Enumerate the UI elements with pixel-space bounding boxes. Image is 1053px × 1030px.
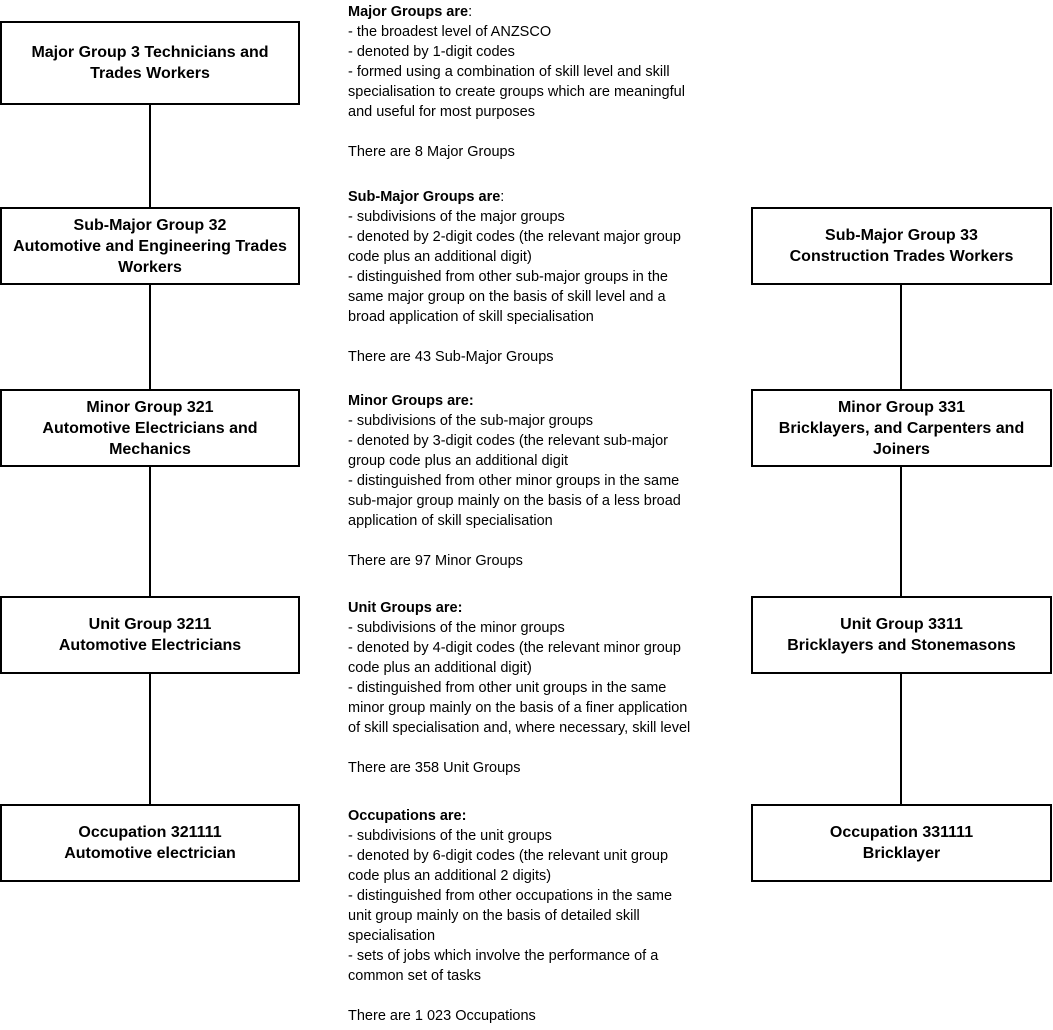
description-line: - denoted by 3-digit codes (the relevant… — [348, 433, 668, 449]
group-count: There are 358 Unit Groups — [348, 760, 521, 776]
description-line: - subdivisions of the sub-major groups — [348, 413, 594, 429]
group-count: There are 8 Major Groups — [348, 144, 515, 160]
description-line: - subdivisions of the unit groups — [348, 828, 552, 844]
box-title: Sub-Major Group 33 — [825, 227, 978, 244]
description-line: specialisation — [348, 928, 436, 944]
description-line: - formed using a combination of skill le… — [348, 64, 670, 80]
minor-group-box-321: Minor Group 321 Automotive Electricians … — [0, 389, 300, 467]
connector-line — [149, 284, 151, 389]
description-line: code plus an additional digit) — [348, 249, 532, 265]
connector-line — [900, 466, 902, 596]
description-line: code plus an additional 2 digits) — [348, 868, 552, 884]
major-group-box: Major Group 3 Technicians and Trades Wor… — [0, 21, 300, 105]
description-heading: Occupations are: — [348, 808, 467, 824]
description-line: broad application of skill specialisatio… — [348, 309, 594, 325]
box-subtitle: Workers — [118, 258, 182, 276]
connector-line — [900, 673, 902, 804]
description-line: - the broadest level of ANZSCO — [348, 24, 552, 40]
description-heading: Unit Groups are: — [348, 600, 463, 616]
connector-line — [149, 104, 151, 207]
box-title: Minor Group 321 — [86, 398, 214, 416]
sub-major-group-box-33: Sub-Major Group 33 Construction Trades W… — [751, 207, 1052, 285]
description-line: - denoted by 6-digit codes (the relevant… — [348, 848, 669, 864]
sub-major-group-box-32: Sub-Major Group 32 Automotive and Engine… — [0, 207, 300, 285]
group-count: There are 97 Minor Groups — [348, 553, 523, 569]
description-line: - distinguished from other sub-major gro… — [348, 269, 668, 285]
description-line: - distinguished from other minor groups … — [348, 473, 680, 489]
occupation-box-321111: Occupation 321111 Automotive electrician — [0, 804, 300, 882]
description-line: code plus an additional digit) — [348, 660, 532, 676]
connector-line — [149, 466, 151, 596]
description-line: - denoted by 1-digit codes — [348, 44, 515, 60]
description-line: sub-major group mainly on the basis of a… — [348, 493, 681, 509]
box-title: Sub-Major Group 32 — [73, 216, 227, 234]
description-line: same major group on the basis of skill l… — [348, 289, 666, 305]
box-subtitle: Automotive Electricians and — [42, 419, 258, 437]
description-line: - denoted by 2-digit codes (the relevant… — [348, 229, 681, 245]
box-subtitle: Joiners — [873, 440, 930, 458]
description-line: minor group mainly on the basis of a fin… — [348, 700, 688, 716]
box-subtitle: Automotive and Engineering Trades — [13, 237, 287, 255]
description-line: - distinguished from other occupations i… — [348, 888, 673, 904]
connector-line — [149, 673, 151, 804]
description-line: and useful for most purposes — [348, 104, 535, 120]
box-subtitle: Construction Trades Workers — [789, 248, 1014, 265]
box-subtitle: Automotive Electricians — [58, 637, 242, 654]
description-line: - distinguished from other unit groups i… — [348, 680, 667, 696]
description-line: application of skill specialisation — [348, 513, 553, 529]
box-title: Occupation 321111 — [78, 824, 222, 841]
box-subtitle: Bricklayers, and Carpenters and — [778, 419, 1025, 437]
description-line: - subdivisions of the major groups — [348, 209, 565, 225]
box-title: Unit Group 3211 — [88, 616, 212, 633]
box-title: Minor Group 331 — [837, 398, 966, 416]
description-heading: Sub-Major Groups are: — [348, 189, 505, 205]
description-line: of skill specialisation and, where neces… — [348, 720, 691, 736]
group-count: There are 1 023 Occupations — [348, 1008, 536, 1024]
minor-groups-description: Minor Groups are: - subdivisions of the … — [348, 391, 728, 571]
description-heading: Minor Groups are: — [348, 393, 474, 409]
box-subtitle: Trades Workers — [90, 65, 210, 82]
description-line: common set of tasks — [348, 968, 481, 984]
box-subtitle: Mechanics — [109, 440, 191, 458]
occupation-box-331111: Occupation 331111 Bricklayer — [751, 804, 1052, 882]
box-subtitle: Bricklayer — [862, 845, 941, 862]
unit-group-box-3311: Unit Group 3311 Bricklayers and Stonemas… — [751, 596, 1052, 674]
group-count: There are 43 Sub-Major Groups — [348, 349, 554, 365]
description-line: - denoted by 4-digit codes (the relevant… — [348, 640, 681, 656]
box-title: Occupation 331111 — [829, 824, 974, 841]
description-line: group code plus an additional digit — [348, 453, 569, 469]
sub-major-groups-description: Sub-Major Groups are: - subdivisions of … — [348, 187, 728, 367]
unit-group-box-3211: Unit Group 3211 Automotive Electricians — [0, 596, 300, 674]
box-subtitle: Automotive electrician — [64, 845, 236, 862]
major-groups-description: Major Groups are: - the broadest level o… — [348, 2, 728, 162]
description-line: specialisation to create groups which ar… — [348, 84, 685, 100]
description-heading: Major Groups are: — [348, 4, 473, 20]
box-title: Unit Group 3311 — [840, 616, 963, 633]
description-line: unit group mainly on the basis of detail… — [348, 908, 640, 924]
occupations-description: Occupations are: - subdivisions of the u… — [348, 806, 728, 1026]
description-line: - sets of jobs which involve the perform… — [348, 948, 659, 964]
description-line: - subdivisions of the minor groups — [348, 620, 565, 636]
connector-line — [900, 284, 902, 389]
unit-groups-description: Unit Groups are: - subdivisions of the m… — [348, 598, 728, 778]
box-subtitle: Bricklayers and Stonemasons — [787, 637, 1016, 654]
minor-group-box-331: Minor Group 331 Bricklayers, and Carpent… — [751, 389, 1052, 467]
box-title: Major Group 3 Technicians and — [31, 44, 269, 61]
